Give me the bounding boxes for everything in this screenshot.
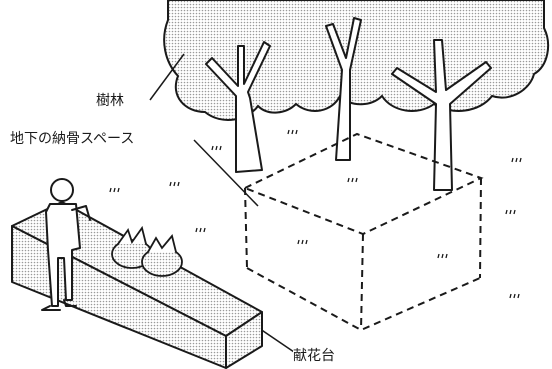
grass-tuft [109,187,120,193]
person-feet [41,299,77,311]
grass-tuft [509,293,520,299]
label-offering-altar: 献花台 [293,348,335,364]
label-underground-space: 地下の納骨スペース [10,131,135,147]
tree-trunk-left [205,41,271,173]
grass-tuft [347,177,358,183]
label-trees: 樹林 [96,93,124,109]
grass-tuft [511,157,522,163]
flower-bouquets [111,225,183,277]
tree-trunks [205,17,492,191]
pointer-trees [149,53,185,101]
person-arms [71,205,91,221]
person-body [45,203,81,307]
pointer-space [193,139,259,207]
bouquet-right [141,234,183,277]
grass-tuft [169,181,180,187]
grass-tuft [287,129,298,135]
grass-tuft [505,209,516,215]
grass-tuft [211,145,222,151]
tree-trunk-right [391,39,492,191]
grass-tuft [297,239,308,245]
underground-space-box [242,132,484,332]
person-praying [41,178,91,311]
grass-tufts [109,129,522,299]
grass-tuft [195,227,206,233]
person-head [50,178,74,202]
tree-trunk-middle [325,17,362,161]
grass-tuft [437,253,448,259]
